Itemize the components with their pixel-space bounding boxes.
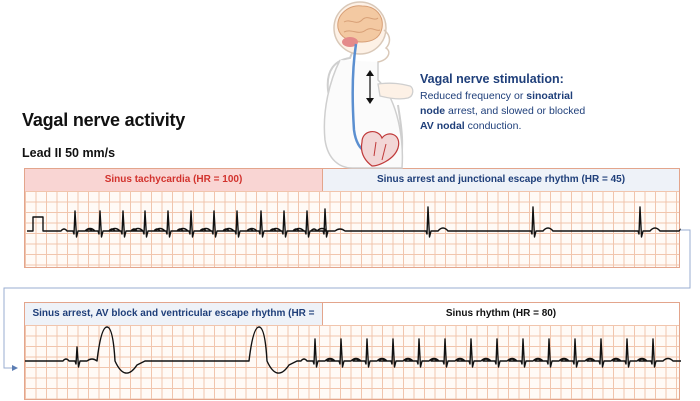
segment-sinus-rhythm-label: Sinus rhythm (HR = 80) — [323, 303, 679, 325]
ecg-trace-2 — [25, 326, 681, 374]
strip-connector — [3, 229, 691, 369]
hand-icon — [377, 82, 414, 100]
segment-sinus-tachycardia-label: Sinus tachycardia (HR = 100) — [25, 169, 323, 191]
heart-icon — [360, 131, 400, 167]
segment-junctional-escape-label: Sinus arrest and junctional escape rhyth… — [323, 169, 679, 191]
brain-icon — [337, 5, 383, 43]
lead-label: Lead II 50 mm/s — [22, 146, 116, 160]
strip-1-header: Sinus tachycardia (HR = 100) Sinus arres… — [25, 169, 679, 191]
strip-2-header: Sinus arrest, AV block and ventricular e… — [25, 303, 679, 341]
page-title: Vagal nerve activity — [22, 110, 186, 130]
stimulation-description: Reduced frequency or sinoatrial node arr… — [420, 90, 586, 132]
stimulation-title: Vagal nerve stimulation: — [420, 72, 564, 86]
ecg-grid-2 — [25, 325, 679, 399]
ecg-strip-1: Sinus tachycardia (HR = 100) Sinus arres… — [24, 168, 681, 268]
ecg-trace-1 — [27, 206, 681, 238]
stimulation-annotation: Vagal nerve stimulation: Reduced frequen… — [420, 72, 690, 134]
ecg-strip-2: Sinus arrest, AV block and ventricular e… — [24, 302, 681, 400]
